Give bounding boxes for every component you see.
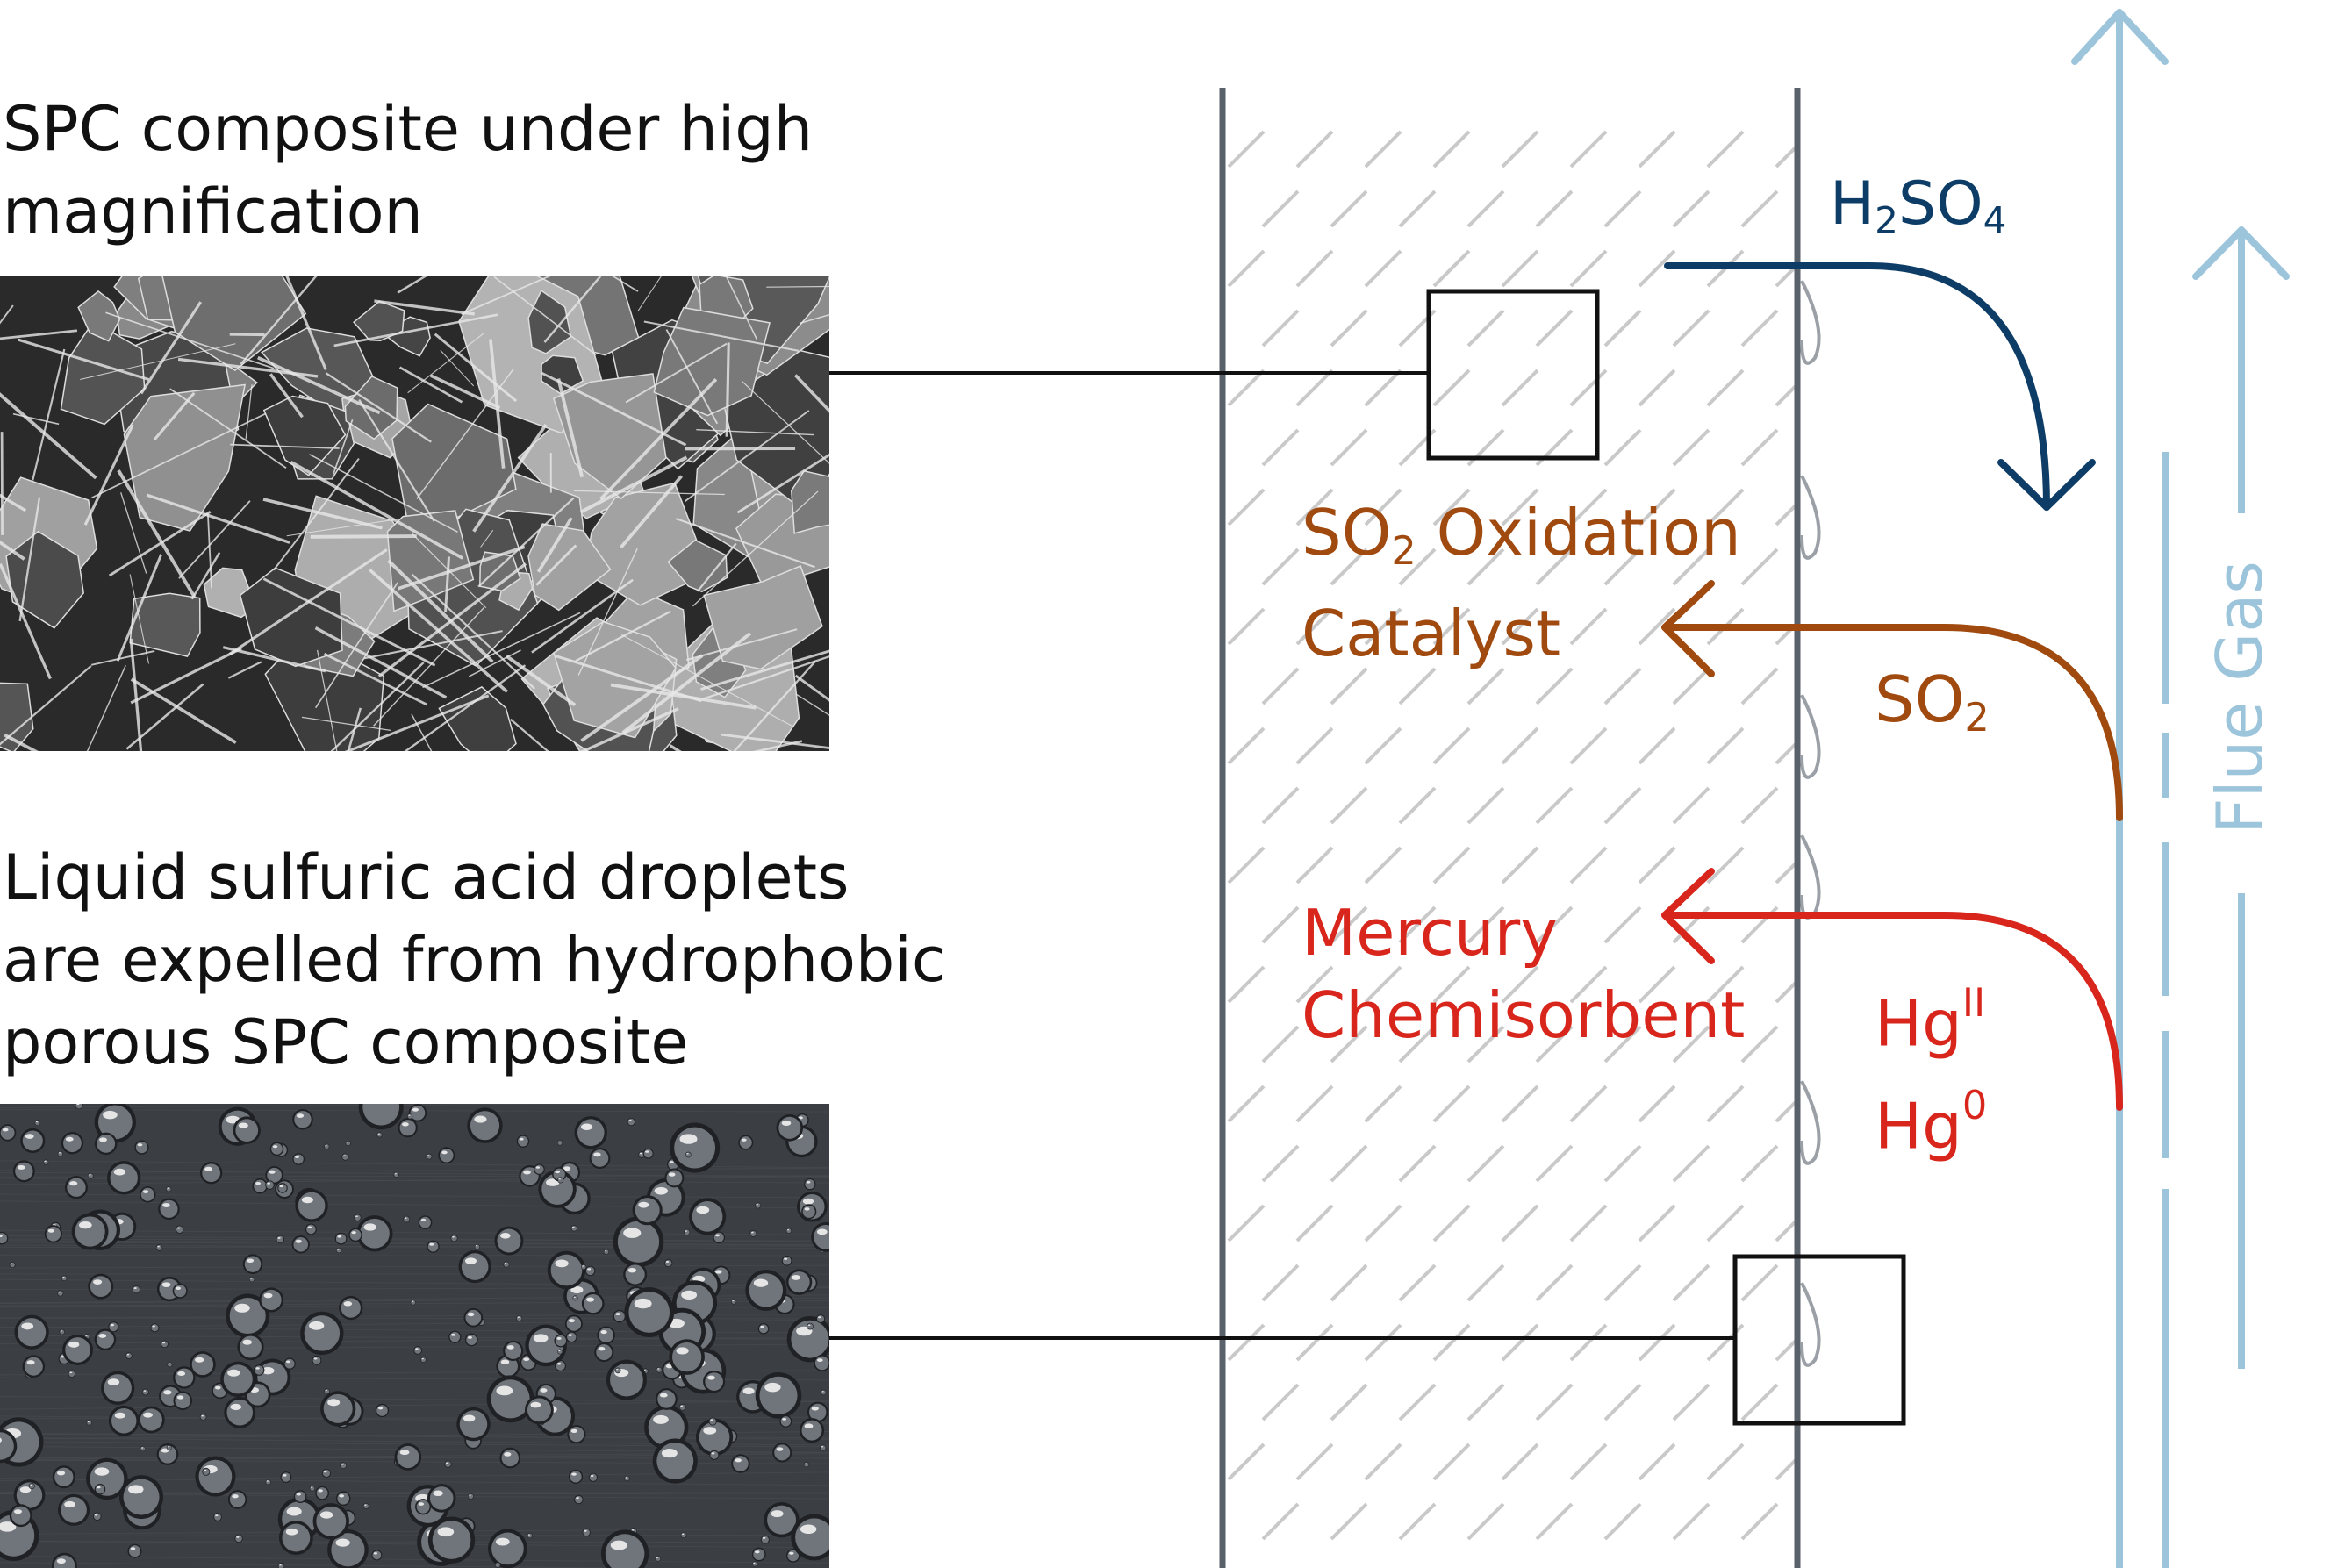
label-so2: SO2 [1875, 662, 1990, 741]
flue-gas-dashed-lines [2162, 230, 2245, 1568]
acid-droplets [1800, 280, 1821, 1367]
magnify-box-top [1426, 289, 1600, 461]
caption-bottom: Liquid sulfuric acid droplets are expell… [3, 836, 945, 1084]
label-mercury-chemisorbent: Mercury Chemisorbent [1301, 896, 1746, 1052]
droplet-surface-image [0, 1104, 829, 1568]
label-h2so4: H2SO4 [1830, 169, 2007, 242]
label-flue-gas: Flue Gas [2203, 561, 2277, 834]
caption-bottom-line1: Liquid sulfuric acid droplets [3, 841, 850, 913]
caption-top-line1: SPC composite under high [3, 93, 814, 165]
membrane-hatching [1227, 130, 1797, 1541]
magnify-box-bottom [1732, 1254, 1906, 1426]
caption-top: SPC composite under high magnification [3, 88, 813, 253]
sem-micrograph-image [0, 276, 829, 751]
h2so4-arrow [1664, 262, 2096, 511]
caption-top-line2: magnification [3, 175, 423, 247]
mercury-arrow [1661, 868, 2123, 1111]
caption-bottom-line3: porous SPC composite [3, 1006, 689, 1078]
label-so2-oxidation-catalyst: SO2 Oxidation Catalyst [1301, 496, 1741, 671]
so2-arrow [1661, 580, 2123, 821]
label-hg-species: HgII Hg0 [1875, 980, 1988, 1163]
caption-bottom-line2: are expelled from hydrophobic [3, 924, 946, 996]
